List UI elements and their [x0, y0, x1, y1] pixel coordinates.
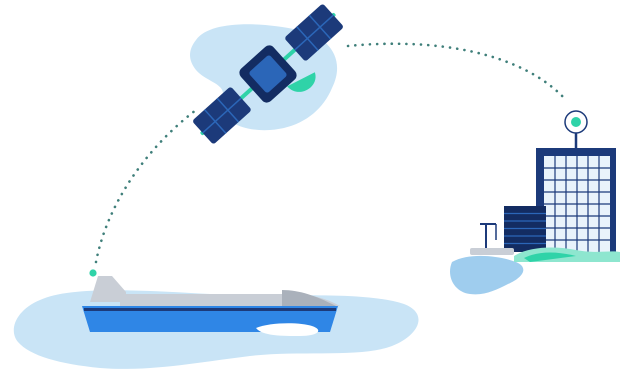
building-group [450, 111, 620, 294]
ship-to-satellite-link [96, 110, 196, 262]
office-building-icon [470, 148, 620, 262]
cargo-ship-icon [82, 269, 340, 336]
dock-pier [470, 248, 514, 255]
building-water-puddle [450, 256, 523, 294]
dock-crane [480, 224, 496, 250]
satellite-group [186, 0, 360, 163]
signal-beacon-icon [89, 269, 96, 276]
antenna-icon [565, 111, 587, 148]
satellite-to-building-link [348, 44, 566, 100]
ship-group [14, 269, 419, 369]
